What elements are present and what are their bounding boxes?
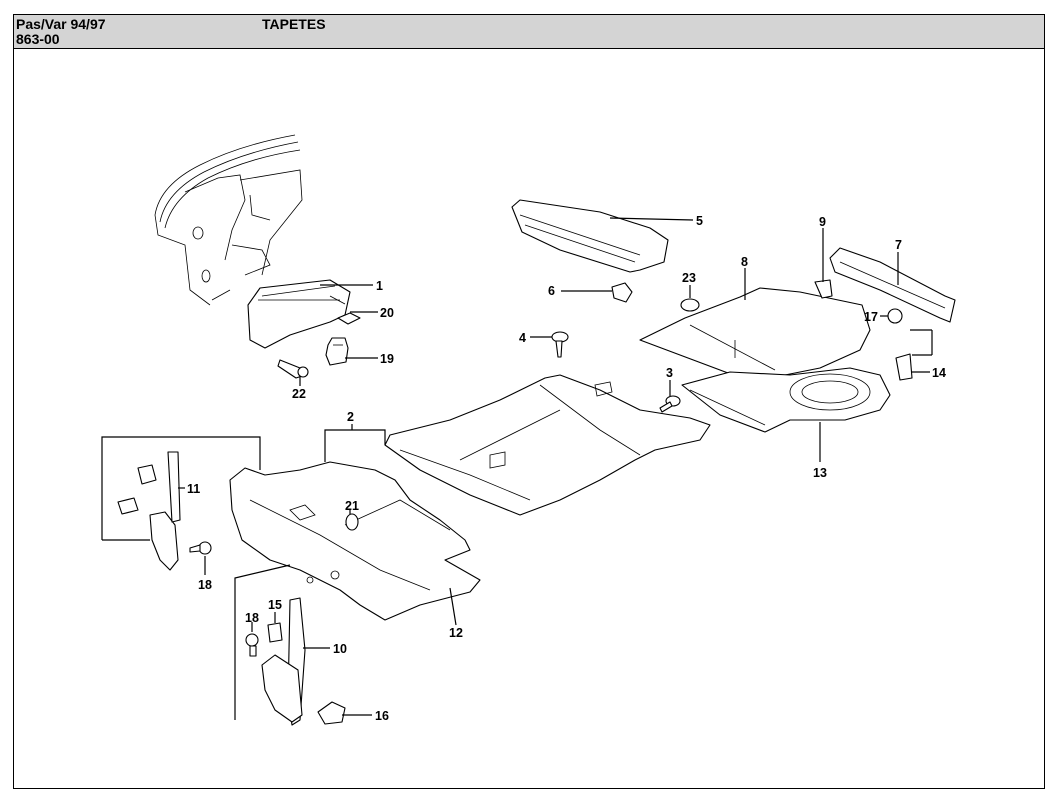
part-7-drawing xyxy=(829,247,956,323)
page-title: TAPETES xyxy=(262,16,326,32)
code-label: 863-00 xyxy=(16,31,60,47)
part-12-drawing xyxy=(229,461,481,621)
callout-20: 20 xyxy=(380,306,394,320)
part-18-lower-drawing xyxy=(245,633,259,657)
callout-19: 19 xyxy=(380,352,394,366)
diagram-frame: Pas/Var 94/97 863-00 TAPETES xyxy=(13,14,1045,789)
part-5-drawing xyxy=(511,199,669,273)
callout-23: 23 xyxy=(682,271,696,285)
part-3-drawing xyxy=(659,395,681,413)
callout-10: 10 xyxy=(333,642,347,656)
part-13-drawing xyxy=(681,367,891,433)
part-16-drawing xyxy=(317,701,346,725)
callout-2: 2 xyxy=(347,410,354,424)
callout-8: 8 xyxy=(741,255,748,269)
callout-14: 14 xyxy=(932,366,946,380)
callout-18-left: 18 xyxy=(198,578,212,592)
callout-17: 17 xyxy=(864,310,878,324)
part-11-drawing xyxy=(117,451,181,571)
part-14-drawing xyxy=(895,353,913,381)
part-17-drawing xyxy=(887,308,903,324)
callout-12: 12 xyxy=(449,626,463,640)
part-9-drawing xyxy=(814,279,833,299)
model-label: Pas/Var 94/97 xyxy=(16,16,106,32)
part-20-drawing xyxy=(337,312,361,325)
callout-4: 4 xyxy=(519,331,526,345)
callout-6: 6 xyxy=(548,284,555,298)
part-8-drawing xyxy=(639,287,871,386)
leader-lines xyxy=(101,217,933,720)
part-4-drawing xyxy=(551,331,569,358)
callout-21: 21 xyxy=(345,499,359,513)
callout-22: 22 xyxy=(292,387,306,401)
callout-18-lower: 18 xyxy=(245,611,259,625)
part-22-drawing xyxy=(277,359,309,379)
part-21-drawing xyxy=(345,513,359,531)
part-19-drawing xyxy=(325,337,349,366)
callout-13: 13 xyxy=(813,466,827,480)
callout-3: 3 xyxy=(666,366,673,380)
header-bar: Pas/Var 94/97 863-00 TAPETES xyxy=(14,15,1044,49)
callout-11: 11 xyxy=(187,482,200,496)
part-23-drawing xyxy=(680,298,700,312)
callout-9: 9 xyxy=(819,215,826,229)
callout-15: 15 xyxy=(268,598,282,612)
callout-7: 7 xyxy=(895,238,902,252)
callout-1: 1 xyxy=(376,279,383,293)
rear-floor-carpet-drawing xyxy=(384,374,711,516)
part-6-drawing xyxy=(611,282,633,303)
callout-16: 16 xyxy=(375,709,389,723)
callout-labels: 1 2 3 4 5 6 7 8 9 10 11 12 13 14 15 16 1… xyxy=(187,214,946,723)
part-18-left-drawing xyxy=(189,541,212,555)
part-15-drawing xyxy=(267,622,283,643)
part-10-drawing xyxy=(261,597,306,726)
part-1-drawing xyxy=(247,279,351,349)
dashboard-drawing xyxy=(154,134,303,306)
callout-5: 5 xyxy=(696,214,703,228)
